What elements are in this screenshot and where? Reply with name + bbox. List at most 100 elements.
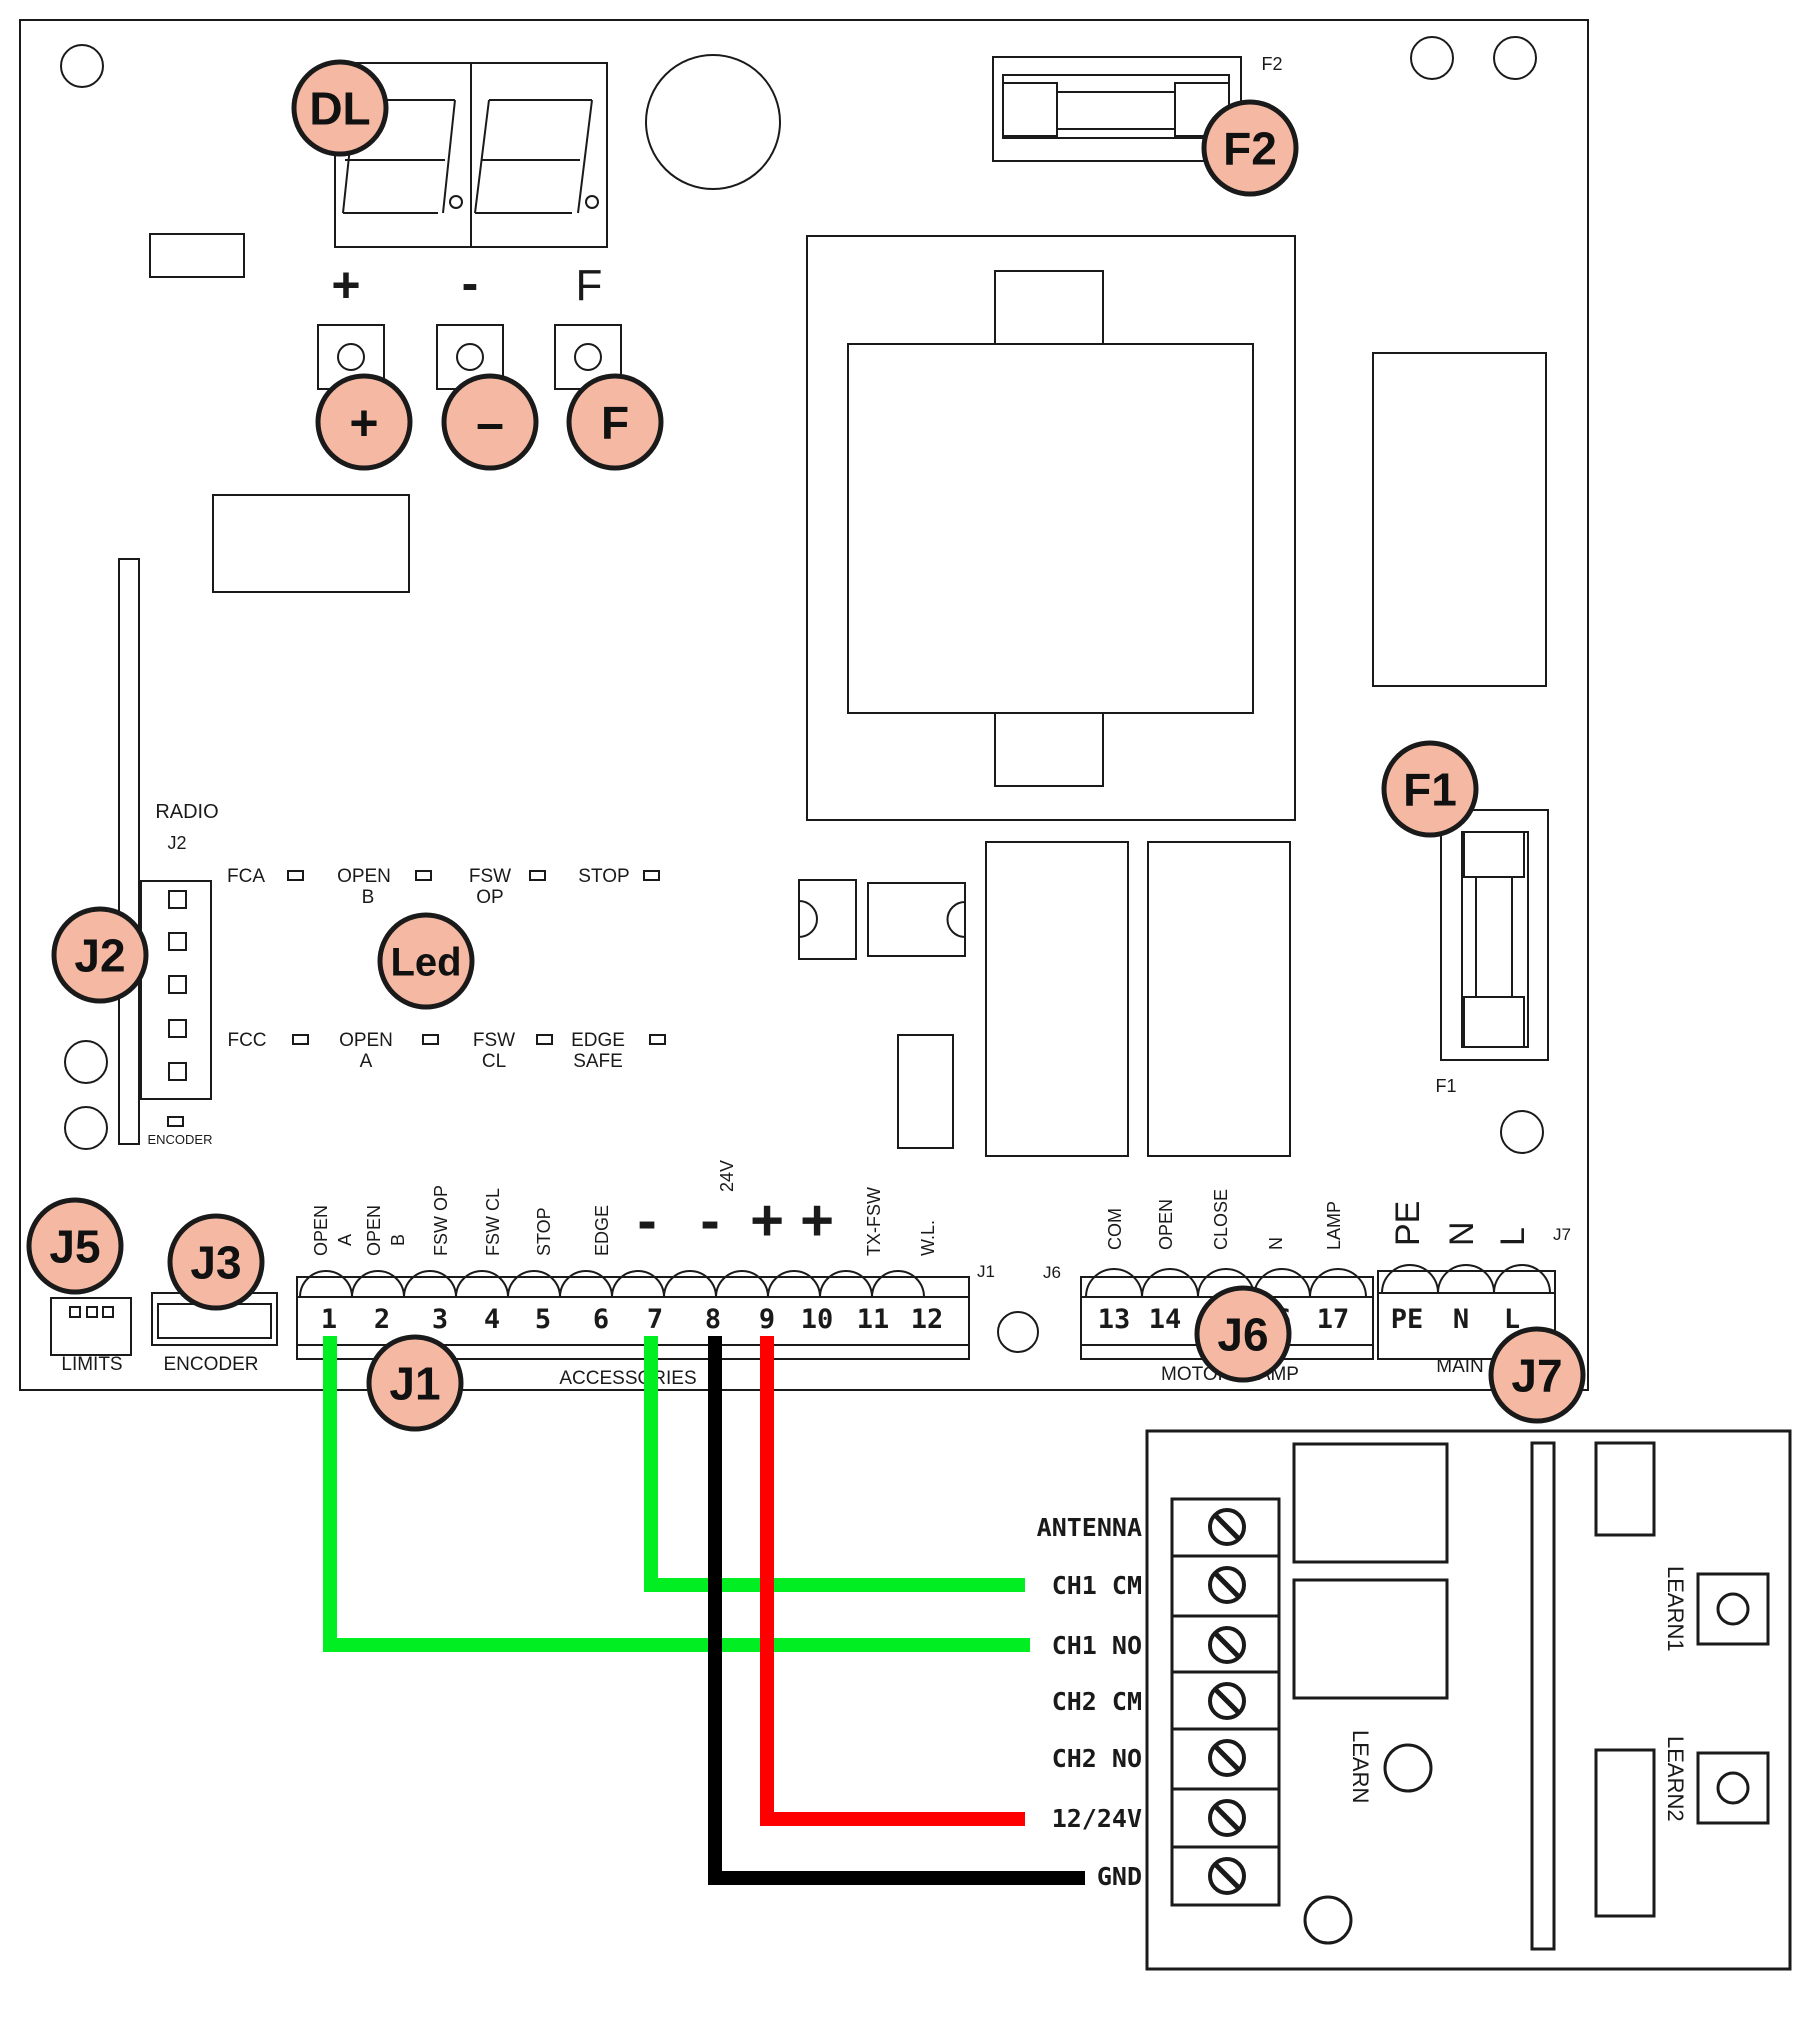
mounting-hole xyxy=(1493,36,1537,80)
learn-label: LEARN xyxy=(1348,1730,1373,1803)
limits-label: LIMITS xyxy=(61,1354,122,1375)
learn2-button[interactable] xyxy=(1696,1751,1770,1825)
j6-terminal-function: OPEN xyxy=(1156,1199,1176,1250)
j7-id-label: J7 xyxy=(1553,1225,1571,1244)
receiver-component xyxy=(1594,1748,1656,1918)
wire-9-to-12-24v xyxy=(760,1336,1025,1826)
led-label: FSW xyxy=(473,1030,515,1051)
led-fca xyxy=(287,870,304,881)
receiver-relay xyxy=(1292,1442,1449,1564)
receiver-terminal-label: ANTENNA xyxy=(1037,1513,1142,1542)
status-leds xyxy=(287,870,666,1045)
button-label-minus: - xyxy=(462,255,479,311)
led-sublabel: SAFE xyxy=(573,1051,623,1072)
j1-terminal-number: 1 xyxy=(321,1304,337,1335)
learn-button[interactable] xyxy=(1383,1743,1433,1793)
button-label-f: F xyxy=(576,261,603,310)
svg-text:J6: J6 xyxy=(1217,1309,1268,1361)
j1-terminal-number: 8 xyxy=(705,1304,721,1335)
j1-terminal-polarity: - xyxy=(700,1188,719,1253)
led-label: FCC xyxy=(227,1030,266,1051)
seven-segment-display xyxy=(334,62,608,248)
receiver-component xyxy=(1594,1441,1656,1537)
terminal-block-j1 xyxy=(296,1270,970,1360)
j1-terminal-function: TX-FSW xyxy=(864,1187,884,1256)
fuse1-label: F1 xyxy=(1435,1076,1456,1096)
j1-terminal-number: 7 xyxy=(647,1304,663,1335)
tag-plus: + xyxy=(315,373,413,471)
tag-j1: J1 xyxy=(366,1334,464,1432)
wire-8-to-gnd xyxy=(708,1336,1085,1885)
j1-terminal-polarity: + xyxy=(800,1188,834,1253)
j6-terminal-number: 13 xyxy=(1098,1304,1131,1335)
svg-text:J5: J5 xyxy=(49,1221,100,1273)
board-outline xyxy=(19,19,1589,1391)
mounting-hole xyxy=(1500,1110,1544,1154)
tag-f: F xyxy=(566,373,664,471)
mounting-hole xyxy=(60,44,104,88)
led-open-b xyxy=(415,870,432,881)
j7-terminal-function: N xyxy=(1443,1221,1481,1246)
buzzer xyxy=(645,54,781,190)
capacitor-block xyxy=(1372,352,1547,687)
receiver-terminal-label: GND xyxy=(1097,1862,1142,1891)
receiver-vertical-labels: LEARN LEARN1 LEARN2 xyxy=(1348,1566,1688,1822)
relay xyxy=(1147,841,1291,1157)
mounting-hole xyxy=(1410,36,1454,80)
encoder-label: ENCODER xyxy=(163,1354,258,1375)
learn1-button[interactable] xyxy=(1696,1572,1770,1646)
j1-terminal-number: 3 xyxy=(432,1304,448,1335)
j6-terminal-number: 17 xyxy=(1317,1304,1350,1335)
j6-terminal-function: LAMP xyxy=(1324,1201,1344,1250)
j1-terminal-number: 2 xyxy=(374,1304,390,1335)
tag-f1: F1 xyxy=(1381,740,1479,838)
learn1-label: LEARN1 xyxy=(1663,1566,1688,1652)
led-label: EDGE xyxy=(571,1030,625,1051)
j1-terminal-function: FSW OP xyxy=(431,1185,451,1256)
receiver-screw-terminals xyxy=(1172,1508,1279,1895)
j7-caption: MAIN xyxy=(1436,1356,1484,1377)
j1-terminal-number: 6 xyxy=(593,1304,609,1335)
mounting-hole xyxy=(64,1106,108,1150)
radio-connector-j2 xyxy=(140,880,212,1127)
j6-terminal-function: CLOSE xyxy=(1211,1189,1231,1250)
led-label: STOP xyxy=(578,866,629,887)
receiver-hole xyxy=(1303,1895,1353,1945)
svg-text:–: – xyxy=(476,395,504,451)
wiring xyxy=(323,1336,1085,1885)
j1-caption: ACCESSORIES xyxy=(559,1368,696,1389)
j6-id-label: J6 xyxy=(1043,1263,1061,1282)
radio-receiver-module xyxy=(1145,1429,1792,1971)
j1-terminal-function: EDGE xyxy=(592,1205,612,1256)
control-board xyxy=(19,19,1589,1391)
j7-terminal-number: PE xyxy=(1391,1304,1424,1335)
relay-small xyxy=(212,494,410,593)
tag-dl: DL xyxy=(291,59,389,157)
j1-terminal-function: W.L. xyxy=(918,1220,938,1256)
led-stop xyxy=(643,870,660,881)
led-sublabel: A xyxy=(360,1051,373,1072)
svg-text:Led: Led xyxy=(390,940,461,984)
mounting-hole xyxy=(997,1311,1039,1353)
svg-text:J2: J2 xyxy=(74,930,125,982)
small-component xyxy=(149,233,245,278)
j1-terminal-polarity: + xyxy=(750,1188,784,1253)
led-open-a xyxy=(422,1034,439,1045)
board-labels: + - F F2 F1 RADIO J2 ENCODER FCA OPEN B … xyxy=(61,54,1571,1389)
svg-text:F: F xyxy=(601,397,629,449)
receiver-relay xyxy=(1292,1578,1449,1700)
led-label: OPEN xyxy=(337,866,391,887)
terminal-block-j7 xyxy=(1377,1264,1556,1360)
j1-volt-label: 24V xyxy=(717,1160,737,1192)
learn2-label: LEARN2 xyxy=(1663,1736,1688,1822)
fuse-f1 xyxy=(1440,809,1549,1061)
receiver-terminal-strip xyxy=(1170,1497,1281,1907)
j6-terminal-function: N xyxy=(1266,1237,1286,1250)
antenna-strip xyxy=(118,558,140,1145)
j6-terminal-number: 14 xyxy=(1149,1304,1182,1335)
j1-terminal-number: 12 xyxy=(911,1304,944,1335)
j1-terminal-function: STOP xyxy=(534,1207,554,1256)
